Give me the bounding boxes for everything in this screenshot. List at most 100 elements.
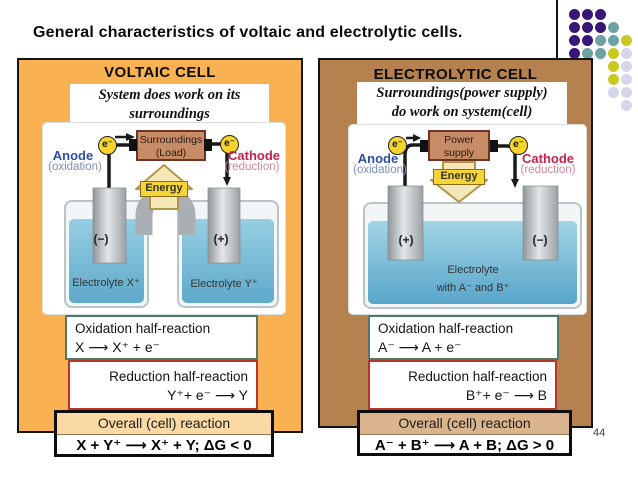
load-box-line1: Surroundings	[139, 134, 203, 146]
electron-badge: e⁻	[98, 136, 117, 155]
electron-badge: e⁻	[220, 135, 239, 154]
decorative-dot	[607, 60, 619, 72]
decorative-dot	[594, 34, 606, 46]
decorative-dot	[568, 47, 580, 59]
electrolytic-subtitle: Surroundings(power supply) do work on sy…	[357, 82, 567, 124]
electrolytic-subtitle-line2: do work on system(cell)	[391, 104, 533, 120]
electrolytic-diagram-art	[363, 134, 582, 309]
voltaic-subtitle-line2: surroundings	[129, 106, 210, 122]
voltaic-panel: VOLTAIC CELL System does work on its sur…	[17, 58, 303, 457]
reduction-title: Reduction half-reaction	[109, 369, 248, 384]
decorative-dot	[607, 47, 619, 59]
decorative-dot	[620, 86, 632, 98]
voltaic-header: VOLTAIC CELL	[104, 64, 216, 81]
electron-flow-arrowhead-left	[126, 133, 135, 141]
overall-title: Overall (cell) reaction	[57, 413, 271, 435]
right-electrode-sign: (−)	[532, 233, 548, 247]
anode-wire	[403, 143, 421, 187]
decorative-dot	[620, 47, 632, 59]
decorative-dot	[594, 8, 606, 20]
decorative-dot	[607, 21, 619, 33]
reduction-equation: B⁺+ e⁻ ⟶ B	[465, 387, 547, 403]
left-electrode-sign: (+)	[398, 233, 414, 247]
power-supply-line1: Power	[444, 134, 474, 146]
decorative-dot	[594, 21, 606, 33]
load-terminal-left	[129, 139, 137, 151]
energy-arrow-label: Energy	[433, 169, 485, 185]
electrolyte-label-line2: with A⁻ and B⁺	[436, 282, 510, 294]
electrolytic-panel: ELECTROLYTIC CELL Surroundings(power sup…	[318, 58, 593, 456]
decorative-dot	[607, 34, 619, 46]
voltaic-diagram: Surroundings (Load) e⁻ e⁻ Anode (oxidati…	[42, 122, 286, 315]
electron-flow-arrowhead-right	[223, 177, 231, 186]
supply-terminal-left	[420, 140, 428, 152]
electrolytic-header: ELECTROLYTIC CELL	[373, 66, 538, 83]
power-supply-line2: supply	[443, 147, 475, 159]
energy-arrow-label: Energy	[140, 181, 188, 197]
electron-flow-arrowhead-right	[511, 179, 519, 188]
right-electrolyte-label: Electrolyte Y⁺	[190, 278, 258, 290]
decorative-dot	[568, 21, 580, 33]
decorative-dot	[620, 60, 632, 72]
electrolytic-oxidation-box: Oxidation half-reaction A⁻ ⟶ A + e⁻	[368, 315, 559, 360]
electrolytic-overall-box: Overall (cell) reaction A⁻ + B⁺ ⟶ A + B;…	[357, 410, 572, 456]
dots-decoration	[0, 0, 638, 120]
decorative-dot	[620, 34, 632, 46]
anode-sublabel: (oxidation)	[353, 164, 407, 176]
load-box-line2: (Load)	[155, 147, 187, 159]
page-number: 44	[593, 427, 606, 439]
anode-label: Anode	[52, 148, 94, 163]
decorative-dot	[568, 34, 580, 46]
cathode-label: Cathode	[228, 148, 280, 163]
electrolytic-subtitle-line1: Surroundings(power supply)	[376, 85, 548, 101]
anode-electrode	[387, 185, 424, 261]
voltaic-overall-box: Overall (cell) reaction X + Y⁺ ⟶ X⁺ + Y;…	[54, 410, 274, 457]
voltaic-oxidation-box: Oxidation half-reaction X ⟶ X⁺ + e⁻	[65, 315, 258, 360]
decorative-dot	[607, 73, 619, 85]
decorative-dot	[620, 99, 632, 111]
electrolytic-reduction-box: Reduction half-reaction B⁺+ e⁻ ⟶ B	[368, 360, 557, 410]
decorative-dot	[568, 8, 580, 20]
overall-equation: A⁻ + B⁺ ⟶ A + B; ΔG > 0	[374, 437, 555, 454]
anode-sublabel: (oxidation)	[48, 161, 102, 173]
cathode-label: Cathode	[522, 151, 574, 166]
reduction-title: Reduction half-reaction	[408, 369, 547, 384]
overall-title: Overall (cell) reaction	[360, 413, 569, 435]
decorative-dot	[607, 86, 619, 98]
anode-label: Anode	[357, 151, 399, 166]
overall-equation: X + Y⁺ ⟶ X⁺ + Y; ΔG < 0	[76, 437, 252, 454]
power-supply-box: Power supply	[428, 130, 490, 161]
voltaic-diagram-art	[64, 133, 279, 308]
oxidation-title: Oxidation half-reaction	[378, 321, 514, 336]
decorative-dot	[581, 47, 593, 59]
electrolyte-label-line1: Electrolyte	[447, 264, 499, 276]
decorative-dot	[581, 21, 593, 33]
electron-badge: e⁻	[509, 136, 528, 155]
slide-title: General characteristics of voltaic and e…	[33, 24, 463, 41]
right-electrode-sign: (+)	[213, 232, 229, 246]
electrolytic-diagram: Power supply e⁻ e⁻ Anode (oxidation) Cat…	[348, 124, 587, 315]
voltaic-subtitle-line1: System does work on its	[98, 87, 241, 103]
vertical-divider-line	[556, 0, 558, 58]
supply-terminal-right	[490, 140, 498, 152]
decorative-dot	[581, 8, 593, 20]
left-electrode-sign: (−)	[93, 232, 109, 246]
voltaic-subtitle: System does work on its surroundings	[70, 84, 269, 124]
decorative-dot	[594, 47, 606, 59]
load-box: Surroundings (Load)	[136, 130, 206, 161]
decorative-dot	[620, 73, 632, 85]
electron-badge: e⁻	[388, 136, 407, 155]
left-electrolyte-label: Electrolyte X⁺	[72, 277, 140, 289]
load-terminal-right	[204, 139, 212, 151]
cathode-electrode	[207, 187, 241, 264]
anode-electrode	[92, 187, 127, 264]
cathode-sublabel: (reduction)	[520, 164, 576, 176]
oxidation-equation: X ⟶ X⁺ + e⁻	[75, 339, 161, 355]
decorative-dot	[581, 34, 593, 46]
oxidation-title: Oxidation half-reaction	[75, 321, 211, 336]
cathode-sublabel: (reduction)	[224, 161, 280, 173]
voltaic-reduction-box: Reduction half-reaction Y⁺+ e⁻ ⟶ Y	[68, 360, 258, 410]
oxidation-equation: A⁻ ⟶ A + e⁻	[378, 339, 462, 355]
cathode-electrode	[522, 185, 559, 261]
